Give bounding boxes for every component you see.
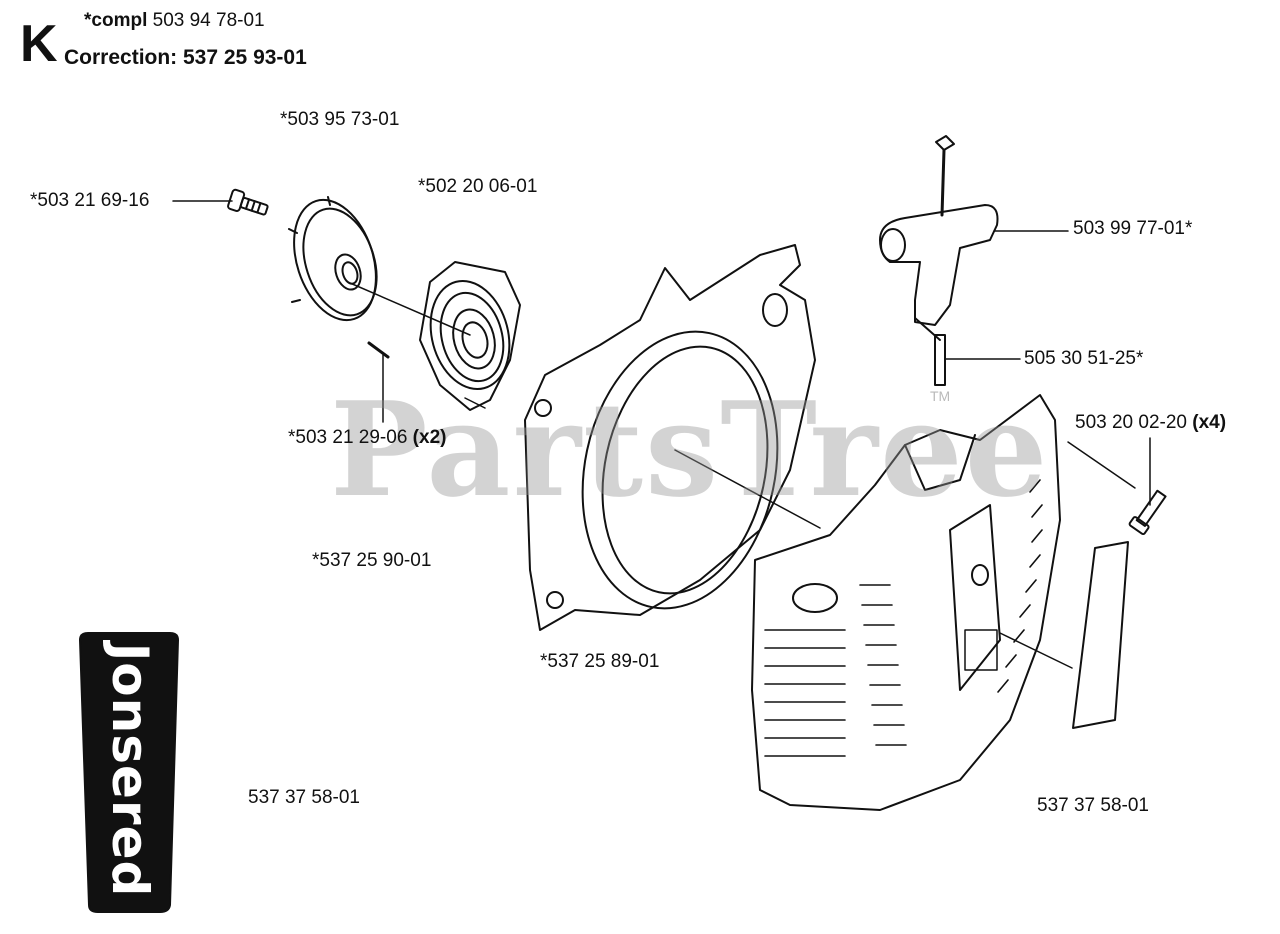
small-screw-part (367, 341, 390, 359)
cover-vent-slots (764, 479, 1043, 757)
part-label[interactable]: 505 30 51-25* (1024, 348, 1144, 369)
pulley-part (288, 196, 378, 322)
partstree-watermark: PartsTree (330, 373, 1050, 526)
part-label[interactable]: 537 37 58-01 (248, 787, 360, 808)
section-letter: K (20, 15, 58, 73)
leader-lines (172, 200, 1151, 669)
part-label[interactable]: *503 95 73-01 (280, 109, 400, 130)
decal-part (1072, 541, 1129, 729)
leader-line-pulley (349, 282, 471, 336)
starter-cord-part (934, 334, 946, 386)
part-label[interactable]: *503 21 69-16 (30, 190, 150, 211)
starter-housing-part (524, 244, 816, 631)
quantity: (x4) (1192, 412, 1227, 433)
bolt-part (227, 188, 269, 216)
leader-line-spring (464, 397, 486, 409)
jonsered-logo-text: Jonsered (101, 642, 159, 898)
jonsered-logo: Jonsered (80, 630, 180, 915)
starter-handle-part (879, 135, 999, 341)
part-label[interactable]: *503 21 29-06 (x2) (288, 427, 447, 448)
part-label[interactable]: 503 99 77-01* (1073, 218, 1193, 239)
spring-cassette-part (419, 261, 521, 411)
compl-prefix: *compl (84, 10, 148, 31)
trademark-mark: TM (930, 388, 951, 404)
leader-line-bolt-right (1067, 441, 1136, 489)
part-label[interactable]: 503 20 02-20 (x4) (1075, 412, 1227, 433)
part-label[interactable]: *537 25 89-01 (540, 651, 660, 672)
leader-line-housing (674, 449, 821, 529)
correction-label: Correction: 537 25 93-01 (64, 46, 307, 69)
starter-cover-part (751, 394, 1061, 811)
compl-number: 503 94 78-01 (152, 10, 265, 31)
bolt-right-part (1128, 489, 1167, 536)
part-label[interactable]: *502 20 06-01 (418, 176, 538, 197)
compl-label: *compl 503 94 78-01 (84, 10, 265, 32)
jonsered-logo-shape (79, 632, 179, 913)
part-label[interactable]: 537 37 58-01 (1037, 795, 1149, 816)
quantity: (x2) (412, 427, 447, 448)
part-label[interactable]: *537 25 90-01 (312, 550, 432, 571)
